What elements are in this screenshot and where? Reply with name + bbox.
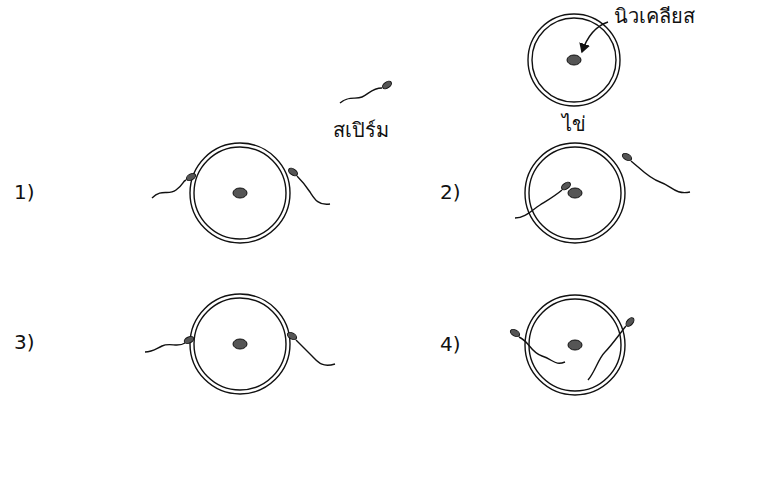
- part-label: สเปิร์ม: [333, 118, 389, 142]
- option-number: 2): [440, 180, 461, 204]
- option-number: 4): [440, 332, 461, 356]
- option-number: 1): [14, 180, 35, 204]
- option-number: 3): [14, 330, 35, 354]
- leader-arrow: [582, 22, 608, 52]
- egg-cell: [528, 14, 620, 106]
- part-label: นิวเคลียส: [614, 4, 695, 28]
- part-label: ไข่: [562, 112, 586, 136]
